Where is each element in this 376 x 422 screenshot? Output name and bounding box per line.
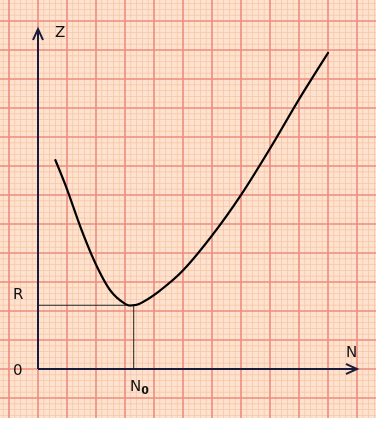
min-x-tick-label: N0 [130, 377, 149, 397]
y-axis-label: Z [55, 23, 66, 41]
curve-layer [54, 51, 330, 307]
min-y-tick-label: R [13, 285, 24, 303]
series-line-0 [54, 51, 330, 307]
axes [32, 26, 360, 375]
origin-label: 0 [13, 361, 23, 379]
min-x-tick-main: N [130, 377, 142, 395]
y-axis-arrow [32, 26, 44, 41]
min-x-tick-subscript: 0 [141, 384, 149, 397]
minimum-guide-lines [38, 304, 135, 369]
x-axis-label: N [346, 343, 358, 361]
x-axis-arrow [345, 363, 360, 375]
